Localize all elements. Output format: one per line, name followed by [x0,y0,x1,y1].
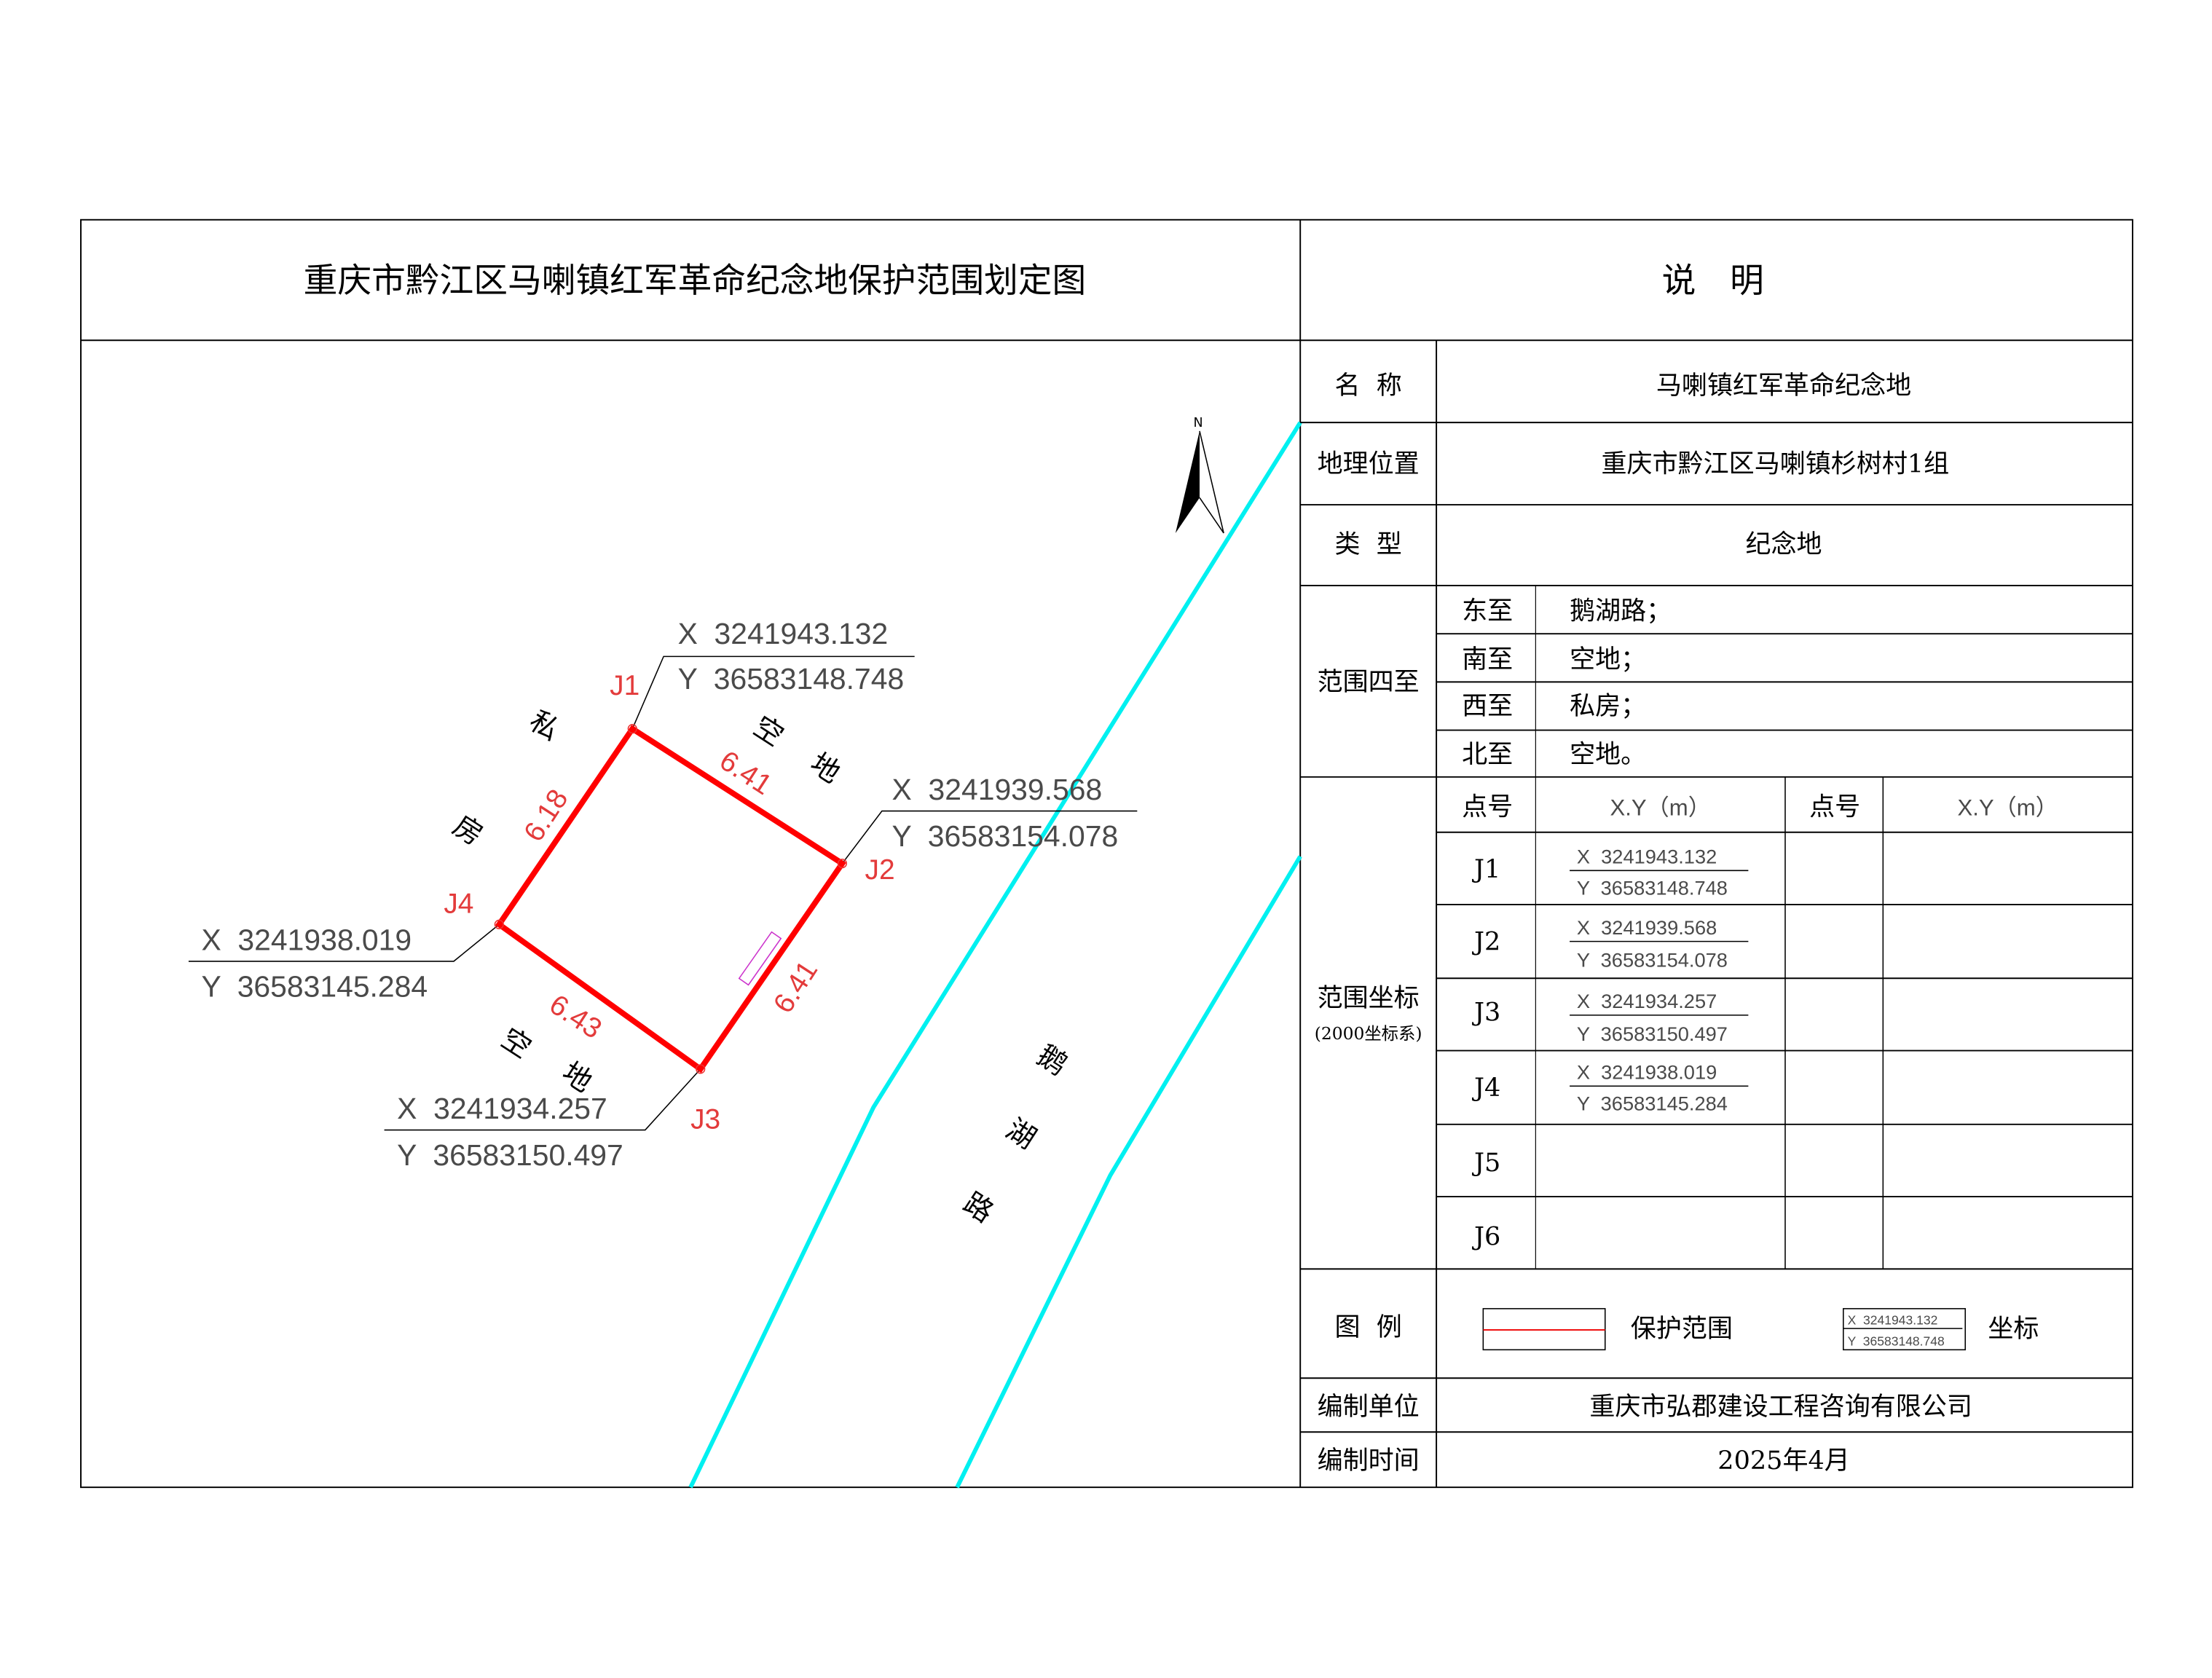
coords-header-id-2: 点号 [1809,792,1860,822]
boundaries-label: 范围四至 [1318,667,1420,697]
point-label-j3: J3 [690,1104,720,1135]
row-point-id: J1 [1472,854,1500,884]
boundary-south-dir: 南至 [1462,645,1513,674]
coord-y-j3: Y 36583150.497 [397,1138,623,1172]
coord-x-j2: X 3241939.568 [892,773,1103,806]
map-area: N J1 J2 J3 J4 X 3241943.132 Y 36583148.7… [188,416,1302,1489]
date-label: 编制时间 [1318,1446,1420,1476]
row-x-value: X 3241938.019 [1577,1060,1717,1083]
coord-y-j4: Y 36583145.284 [201,970,428,1004]
coords-header-xy-1: X.Y（m） [1610,795,1711,820]
coords-label: 范围坐标 [1318,983,1420,1013]
svg-text:N: N [1193,416,1203,430]
edge-length-j2-j3: 6.41 [768,956,824,1019]
coord-y-j2: Y 36583154.078 [892,819,1119,853]
coords-row-j4: J4 X 3241938.019 Y 36583145.284 [1472,1060,1749,1114]
road-edge-west [688,421,1302,1489]
coords-sub-label: (2000坐标系) [1315,1023,1422,1044]
boundary-east-dir: 东至 [1462,596,1513,626]
row-y-value: Y 36583145.284 [1577,1092,1728,1114]
point-label-j2: J2 [865,854,895,886]
location-label: 地理位置 [1318,449,1420,478]
leader-j2 [841,810,1138,864]
unit-label: 编制单位 [1318,1392,1420,1422]
coord-x-j4: X 3241938.019 [201,923,412,956]
north-arrow-icon: N [1175,416,1224,534]
coord-x-j3: X 3241934.257 [397,1092,607,1125]
row-y-value: Y 36583154.078 [1577,949,1728,972]
type-value: 纪念地 [1746,529,1822,559]
name-value: 马喇镇红军革命纪念地 [1656,371,1911,401]
boundary-north-value: 空地。 [1570,739,1646,769]
vertex-marker-j2 [837,858,848,869]
edge-length-j1-j2: 6.41 [714,745,777,801]
row-x-value: X 3241939.568 [1577,916,1717,939]
unit-value: 重庆市弘郡建设工程咨询有限公司 [1589,1392,1972,1422]
legend-coord-x: X 3241943.132 [1848,1312,1938,1327]
boundary-north-dir: 北至 [1462,739,1513,769]
type-label: 类 型 [1334,529,1401,559]
coords-header-id-1: 点号 [1462,792,1513,822]
row-x-value: X 3241934.257 [1577,990,1717,1012]
row-y-value: Y 36583148.748 [1577,876,1728,899]
legend-boundary-swatch [1482,1308,1606,1351]
vertex-marker-j4 [494,919,504,929]
drawing-title: 重庆市黔江区马喇镇红军革命纪念地保护范围划定图 [304,261,1087,301]
coords-row-j6: J6 [1472,1221,1500,1251]
row-point-id: J5 [1472,1148,1500,1178]
boundary-west-dir: 西至 [1462,691,1513,721]
road-label-1: 鹅 [1031,1039,1073,1082]
structure-marker [738,931,782,986]
row-point-id: J4 [1472,1073,1500,1103]
coords-row-j1: J1 X 3241943.132 Y 36583148.748 [1472,846,1749,899]
outer-frame [80,218,2133,1489]
coords-header-xy-2: X.Y（m） [1957,795,2058,820]
leader-j1 [631,655,915,729]
edge-length-j4-j1: 6.18 [518,784,574,847]
row-y-value: Y 36583150.497 [1577,1023,1728,1045]
coords-row-j2: J2 X 3241939.568 Y 36583154.078 [1472,916,1749,972]
coords-row-j5: J5 [1472,1148,1500,1178]
vertex-marker-j3 [696,1064,706,1074]
name-label: 名 称 [1334,371,1401,401]
neighbor-north-2: 地 [804,747,846,790]
point-label-j4: J4 [444,889,473,920]
neighbor-north-1: 空 [747,710,789,753]
row-point-id: J2 [1472,926,1500,956]
legend-coord-text: 坐标 [1988,1314,2039,1344]
legend-label: 图 例 [1334,1312,1401,1342]
boundary-east-value: 鹅湖路； [1570,596,1672,626]
boundary-west-value: 私房； [1570,691,1646,721]
road-label-3: 路 [957,1186,999,1229]
row-point-id: J6 [1472,1221,1500,1251]
road-edge-east [955,855,1302,1489]
protection-boundary [495,725,846,1074]
leader-j4 [188,923,500,962]
coords-row-j3: J3 X 3241934.257 Y 36583150.497 [1472,990,1749,1045]
location-value: 重庆市黔江区马喇镇杉树村1组 [1602,449,1950,478]
legend-coord-swatch: X 3241943.132 Y 36583148.748 [1843,1308,1967,1351]
boundary-south-value: 空地； [1570,645,1646,674]
road-label-2: 湖 [1000,1113,1042,1156]
info-table [1300,340,2133,1488]
vertex-marker-j1 [627,724,637,734]
date-value: 2025年4月 [1717,1446,1850,1476]
coord-y-j1: Y 36583148.748 [678,662,905,696]
row-point-id: J3 [1472,998,1500,1028]
leader-j3 [384,1068,701,1131]
coord-x-j1: X 3241943.132 [678,617,889,650]
neighbor-west-1: 私 [524,704,565,747]
legend-coord-y: Y 36583148.748 [1848,1334,1945,1348]
neighbor-south-1: 空 [495,1022,537,1065]
row-x-value: X 3241943.132 [1577,846,1717,868]
neighbor-west-2: 房 [447,809,489,852]
point-label-j1: J1 [610,670,639,701]
legend-boundary-text: 保护范围 [1631,1314,1733,1344]
info-header: 说 明 [1662,261,1764,301]
